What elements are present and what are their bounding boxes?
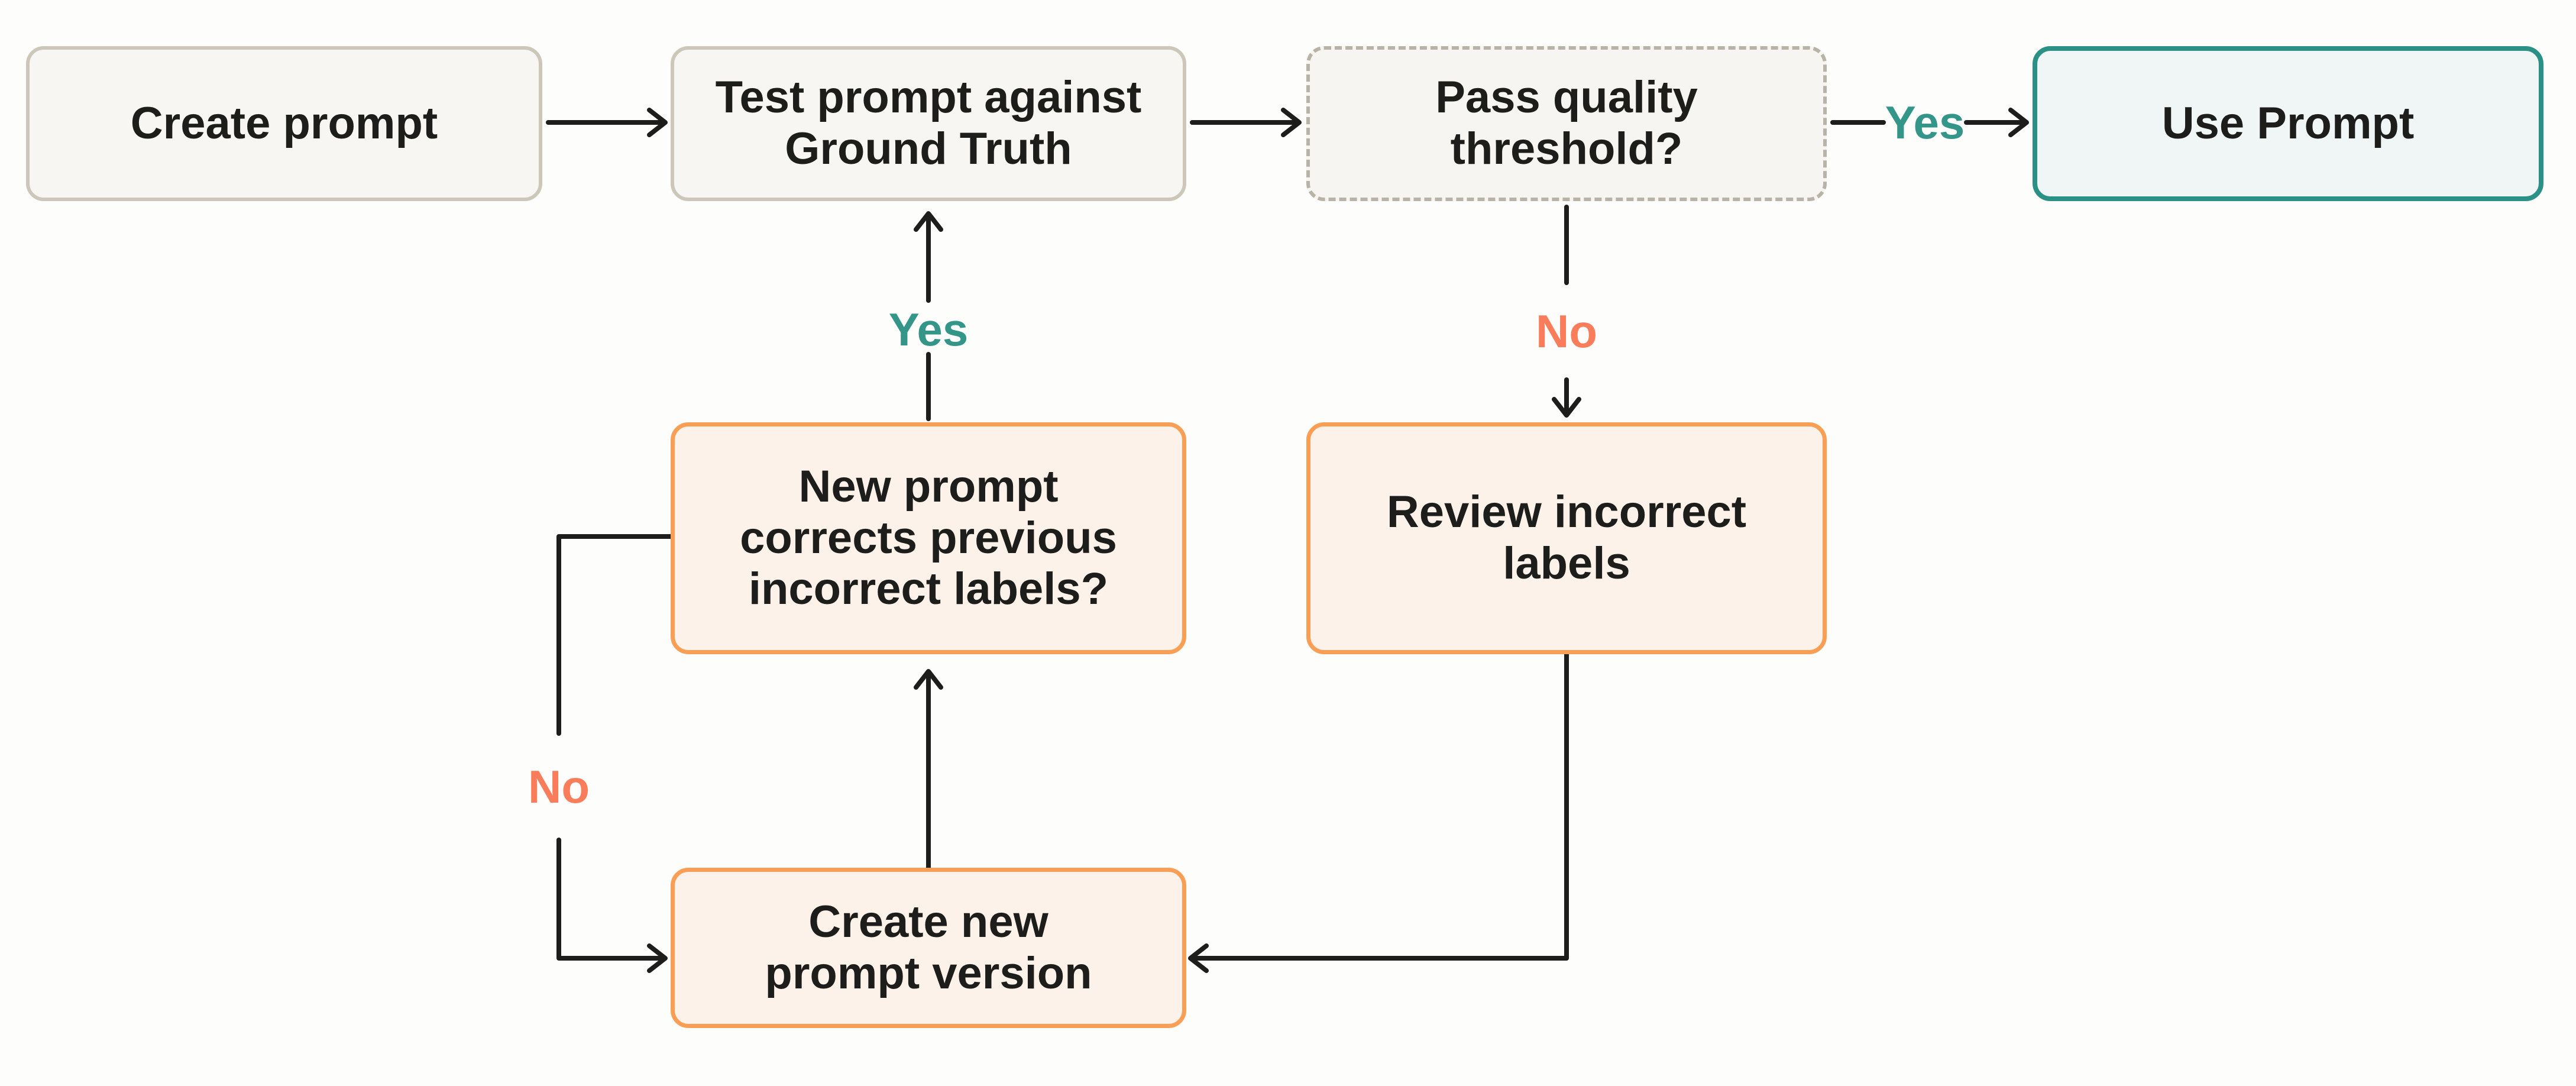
edge-label-yes-to-use-prompt: Yes [1885, 96, 1965, 148]
node-pass-quality-threshold: Pass quality threshold? [1306, 46, 1827, 201]
edge-newprompt-to-test [914, 211, 943, 421]
node-new-prompt-corrects-label: New prompt corrects previous incorrect l… [740, 461, 1117, 615]
node-use-prompt-label: Use Prompt [2161, 98, 2415, 148]
edge-label-yes-to-test-prompt: Yes [888, 303, 969, 355]
node-use-prompt: Use Prompt [2033, 46, 2543, 201]
node-create-prompt-label: Create prompt [130, 98, 438, 148]
node-review-incorrect-labels-label: Review incorrect labels [1386, 487, 1747, 589]
edge-newprompt-no-loop [556, 534, 673, 973]
edge-createnew-to-newprompt [914, 669, 943, 870]
node-review-incorrect-labels: Review incorrect labels [1306, 422, 1827, 654]
edge-label-no-to-review: No [1536, 305, 1597, 357]
edge-pass-to-review [1552, 205, 1581, 418]
edge-test-to-pass [1190, 108, 1302, 137]
node-create-new-prompt-version-label: Create new prompt version [765, 896, 1092, 998]
node-create-prompt: Create prompt [26, 46, 542, 201]
node-new-prompt-corrects: New prompt corrects previous incorrect l… [671, 422, 1186, 654]
edge-pass-to-use [1830, 108, 2029, 137]
edge-review-to-createnew [1188, 652, 1569, 973]
node-pass-quality-threshold-label: Pass quality threshold? [1435, 72, 1698, 174]
edge-create-to-test [546, 108, 668, 137]
node-test-prompt-label: Test prompt against Ground Truth [715, 72, 1142, 174]
node-create-new-prompt-version: Create new prompt version [671, 868, 1186, 1028]
edge-label-no-loop: No [528, 761, 590, 813]
node-test-prompt: Test prompt against Ground Truth [671, 46, 1186, 201]
